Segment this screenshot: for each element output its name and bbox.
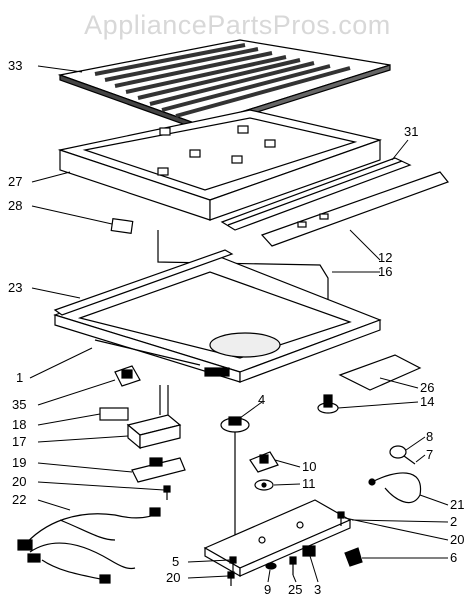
part-8-bulb [389,445,416,465]
callout-26: 26 [420,380,434,395]
part-20-screw [163,485,171,500]
callout-11: 11 [302,476,316,491]
callout-labels: 33 27 28 31 12 16 23 1 26 14 35 4 18 17 … [8,58,464,597]
callout-10: 10 [302,459,316,474]
part-4-knob [220,416,250,540]
callout-27: 27 [8,174,22,189]
callout-21: 21 [450,497,464,512]
callout-35: 35 [12,397,26,412]
part-23-strip [53,249,234,316]
part-27-tray-frame [57,109,383,221]
callout-12: 12 [378,250,392,265]
callout-20: 20 [12,474,26,489]
callout-1: 1 [16,370,23,385]
part-26-cover [338,354,422,391]
callout-3: 3 [314,582,321,597]
leader-lines [29,65,449,583]
part-11-grommet [254,479,274,491]
part-3-block [302,545,316,557]
part-17-control-box [126,385,182,450]
callout-2: 2 [450,514,457,529]
watermark: AppliancePartsPros.com [84,10,391,40]
callout-28: 28 [8,198,22,213]
part-25-screw [289,556,297,575]
part-21-cord [368,472,422,504]
callout-8: 8 [426,429,433,444]
callout-6: 6 [450,550,457,565]
part-9-washer [265,562,277,570]
callout-25: 25 [288,582,302,597]
part-33-top-grille [57,39,391,131]
part-16-wire [157,230,329,330]
callout-20: 20 [166,570,180,585]
callout-18: 18 [12,417,26,432]
part-1-base-pan [53,254,382,383]
part-10-clip [249,451,279,473]
callout-7: 7 [426,447,433,462]
callout-16: 16 [378,264,392,279]
part-20-screw [227,571,235,586]
part-18-switch [99,407,129,421]
part-2-bottom-pan [203,499,352,578]
callout-31: 31 [404,124,418,139]
callout-23: 23 [8,280,22,295]
part-19-thermostat [131,457,186,483]
callout-4: 4 [258,392,265,407]
callout-9: 9 [264,582,271,597]
callout-19: 19 [12,455,26,470]
callout-14: 14 [420,394,434,409]
callout-17: 17 [12,434,26,449]
callout-5: 5 [172,554,179,569]
callout-33: 33 [8,58,22,73]
part-20-screw [337,511,345,526]
part-22-wire-harness [17,507,161,584]
part-31-rail [220,157,412,231]
part-12-rail [260,171,449,247]
part-35-bracket [114,365,141,387]
part-6-plug [344,547,363,567]
callout-20: 20 [450,532,464,547]
part-14-foot [317,394,339,414]
callout-22: 22 [12,492,26,507]
part-28-block [110,217,134,235]
